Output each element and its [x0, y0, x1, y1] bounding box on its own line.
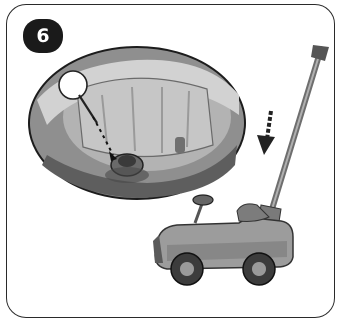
rear-wheel: [243, 253, 275, 285]
down-arrow-icon: [257, 111, 275, 155]
instruction-panel: 6: [6, 4, 335, 318]
detail-zoom-circle: [29, 47, 245, 199]
front-wheel: [171, 253, 203, 285]
assembly-illustration: [7, 5, 335, 318]
step-number-badge: 6: [23, 19, 63, 53]
